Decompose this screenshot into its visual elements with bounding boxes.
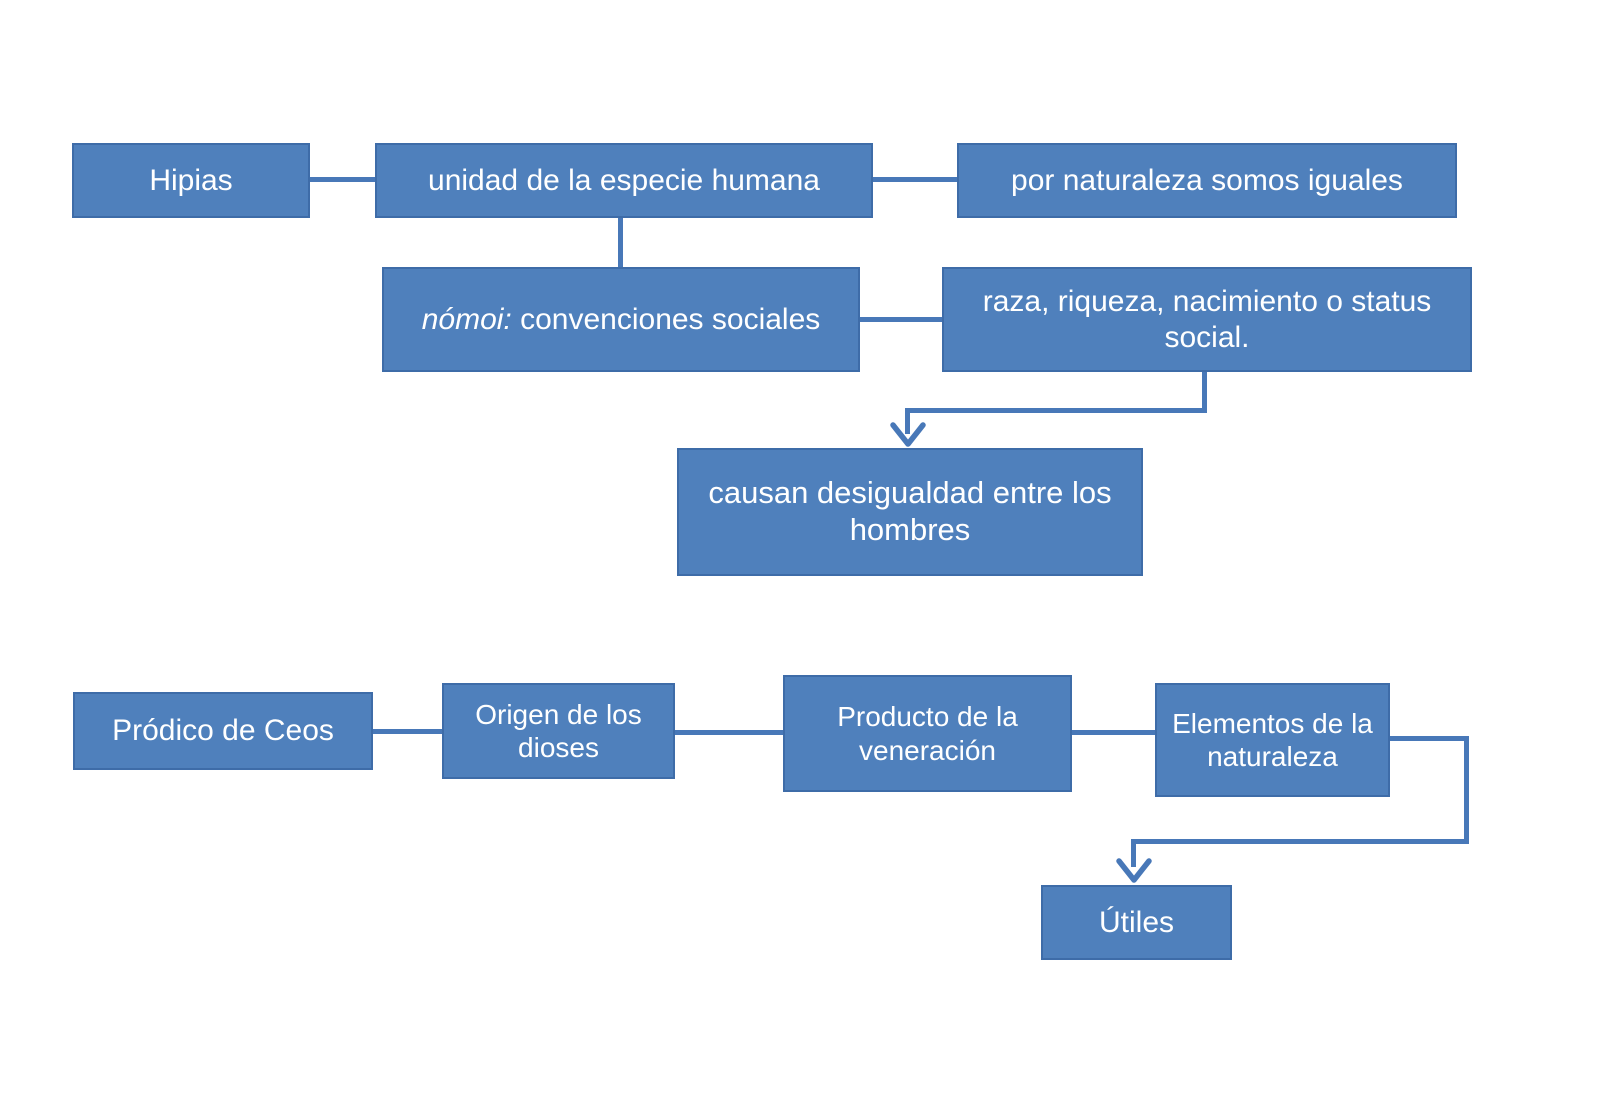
node-label-italic: nómoi: [421, 302, 512, 336]
edge-raza-causan-h [905, 408, 1207, 413]
node-origen-dioses: Origen de los dioses [442, 683, 675, 779]
node-nomoi-convenciones: nómoi: convenciones sociales [382, 267, 860, 372]
edge-nomoi-raza [860, 317, 942, 322]
node-por-naturaleza-iguales: por naturaleza somos iguales [957, 143, 1457, 218]
node-label: causan desigualdad entre los hombres [708, 475, 1112, 547]
edge-elementos-utiles-v1 [1464, 736, 1469, 844]
node-elementos-naturaleza: Elementos de la naturaleza [1155, 683, 1390, 797]
node-label: por naturaleza somos iguales [1011, 163, 1403, 197]
edge-unidad-nomoi [618, 218, 623, 268]
node-label: nómoi: convenciones sociales [422, 302, 821, 337]
arrowhead-down-icon [1116, 858, 1152, 883]
node-label: Hipias [149, 163, 233, 197]
edge-hipias-unidad [310, 177, 375, 182]
node-unidad-especie-humana: unidad de la especie humana [375, 143, 873, 218]
node-producto-veneracion: Producto de la veneración [783, 675, 1072, 792]
node-label: Producto de la veneración [837, 701, 1018, 766]
edge-raza-causan-v1 [1202, 370, 1207, 413]
edge-origen-producto [675, 730, 783, 735]
edge-unidad-pornaturaleza [873, 177, 957, 182]
node-label: Origen de los dioses [475, 698, 642, 763]
edge-elementos-utiles-h1 [1390, 736, 1469, 741]
node-label: unidad de la especie humana [428, 163, 820, 197]
node-prodico-de-ceos: Pródico de Ceos [73, 692, 373, 770]
node-label: Útiles [1098, 905, 1174, 939]
node-hipias: Hipias [72, 143, 310, 218]
node-utiles: Útiles [1041, 885, 1232, 960]
arrowhead-down-icon [890, 422, 926, 447]
node-label: raza, riqueza, nacimiento o status socia… [982, 285, 1432, 354]
edge-elementos-utiles-stem [1131, 839, 1136, 867]
edge-prodico-origen [373, 729, 442, 734]
edge-elementos-utiles-h2 [1131, 839, 1469, 844]
edge-producto-elementos [1072, 730, 1155, 735]
node-raza-riqueza-status: raza, riqueza, nacimiento o status socia… [942, 267, 1472, 372]
node-label: Pródico de Ceos [112, 714, 334, 748]
node-label: Elementos de la naturaleza [1172, 707, 1373, 772]
edge-raza-causan-stem [905, 408, 910, 434]
node-causan-desigualdad: causan desigualdad entre los hombres [677, 448, 1143, 576]
node-label-rest: convenciones sociales [511, 302, 821, 336]
